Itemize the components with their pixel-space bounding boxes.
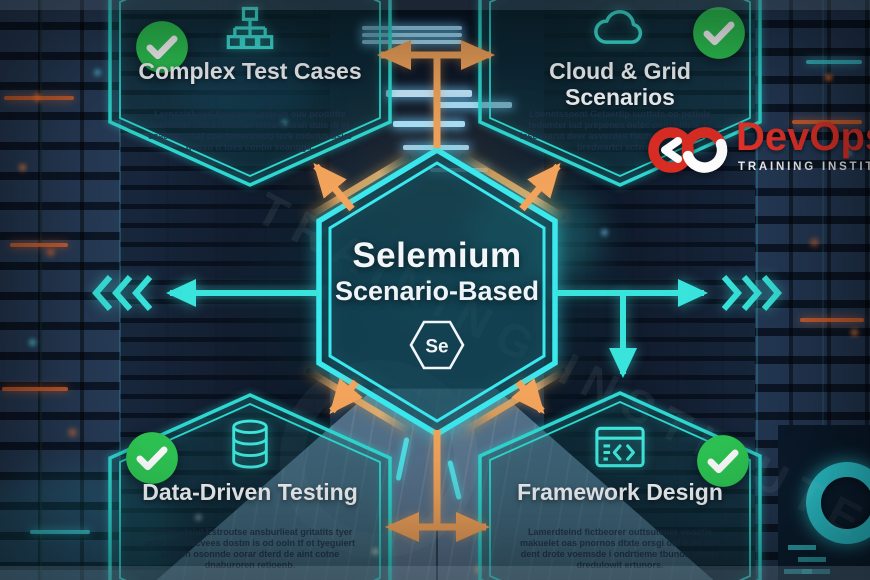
logo-tagline: TRAINING INSTITUTE (738, 161, 870, 173)
node-title: Framework Design (517, 479, 723, 505)
center-title: Selemium (352, 236, 522, 275)
rack-led-bar (30, 530, 90, 534)
edge-blur-bottom (0, 566, 870, 580)
node-complex-test-cases: Complex Test Cases Lernasisband fiebnonr… (125, 0, 375, 190)
node-title: Complex Test Cases (138, 58, 362, 84)
check-circle-icon (696, 434, 750, 488)
node-description: Lamerdteind fictbeorer outtsutener vooet… (519, 527, 721, 570)
diagonal-arrows-to-corners (313, 162, 561, 415)
selenium-symbol-text: Se (425, 337, 448, 358)
node-title: Cloud & Grid Scenarios (549, 58, 691, 110)
check-circle-icon (135, 20, 189, 74)
check-circle-icon (692, 6, 746, 60)
node-description: Lasinoudeiul Estroutse ansburlieat grita… (144, 527, 356, 570)
code-window-icon (593, 425, 647, 474)
neon-slat (362, 26, 462, 30)
floor-seam (436, 530, 438, 580)
rack-led-bar (800, 318, 864, 322)
check-circle-icon (125, 431, 179, 485)
neon-slat (436, 102, 512, 108)
node-description: Lernasisband fiebnonrv gotejm ouv produt… (148, 109, 352, 152)
arrow-right-chevrons (555, 275, 782, 311)
infinity-loop-icon (644, 116, 736, 185)
arrow-bottom-bidirectional (385, 430, 490, 542)
rack-edge-glow (40, 0, 42, 580)
node-description: Loenetssoent Getaertip surttats oo potiu… (519, 109, 721, 152)
neon-slat (362, 33, 462, 37)
rack-led-bar (806, 60, 862, 64)
neon-slat (393, 121, 465, 127)
selenium-badge-icon: Se (409, 320, 465, 370)
hexagon-framework-design (478, 391, 762, 580)
node-framework-design: Framework Design Lamerdteind fictbeorer … (495, 395, 749, 580)
node-cloud-grid-scenarios: Cloud & Grid Scenarios Loenetssoent Geta… (495, 0, 745, 190)
rack-led-bar (2, 387, 68, 391)
devops-training-institute-logo: DevOps TRAINING INSTITUTE (642, 112, 870, 190)
cloud-icon (591, 8, 649, 53)
sitemap-icon (224, 5, 276, 56)
rack-led-bar (10, 243, 68, 247)
node-title: Data-Driven Testing (142, 479, 358, 505)
database-icon (227, 419, 273, 478)
edge-blur-top (0, 0, 870, 10)
arrow-top-bidirectional (377, 40, 495, 148)
node-center-selenium: Selemium Scenario-Based (319, 150, 555, 435)
logo-wordmark: DevOps (736, 115, 870, 159)
rack-led-bar (4, 96, 74, 100)
rack-edge-glow (822, 0, 824, 580)
center-subtitle: Scenario-Based (334, 276, 540, 306)
node-data-driven-testing: Data-Driven Testing Lasinoudeiul Estrout… (125, 395, 375, 580)
dashboard-bars (788, 545, 816, 550)
blue-glow (180, 40, 320, 130)
rack-led-bar (792, 120, 862, 124)
neon-slat (386, 90, 472, 97)
hexagon-data-driven-testing (108, 393, 392, 580)
arrow-left-chevrons (92, 275, 319, 311)
